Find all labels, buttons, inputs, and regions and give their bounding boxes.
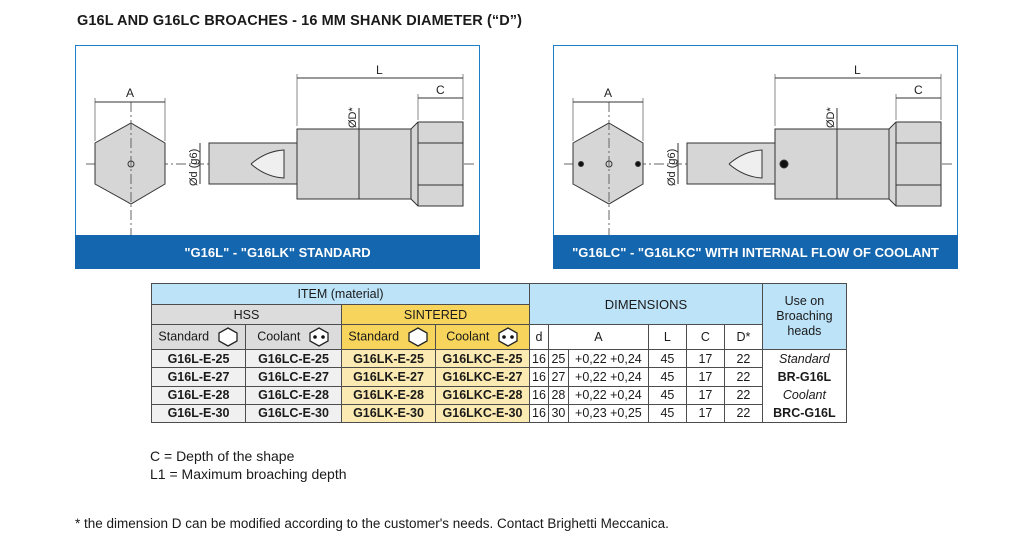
sintered-coolant-code: G16LKC-E-27 bbox=[435, 367, 530, 387]
standard-drawing-panel: A L C ØD* Ød (g6) "G16L" - "G16LK" STAND… bbox=[75, 45, 480, 269]
note-c: C = Depth of the shape bbox=[150, 448, 295, 464]
sintered-standard-code: G16LK-E-25 bbox=[341, 348, 436, 369]
broach-table: ITEM (material) DIMENSIONS Use on Broach… bbox=[151, 283, 847, 424]
standard-caption: "G16L" - "G16LK" STANDARD bbox=[75, 235, 480, 269]
d-value: 16 bbox=[529, 385, 549, 405]
standard-label: Standard bbox=[348, 329, 400, 344]
l-value: 45 bbox=[647, 385, 687, 405]
col-l-header: L bbox=[647, 324, 687, 350]
hss-standard-code: G16L-E-28 bbox=[151, 385, 246, 405]
dimensions-header: DIMENSIONS bbox=[529, 283, 763, 325]
sintered-coolant-header: Coolant bbox=[435, 324, 530, 350]
big-d-value: 22 bbox=[723, 385, 763, 405]
sintered-standard-code: G16LK-E-28 bbox=[341, 385, 436, 405]
a-value: 28 bbox=[547, 385, 569, 405]
l-value: 45 bbox=[647, 367, 687, 387]
table-row: G16L-E-25 G16LC-E-25 G16LK-E-25 G16LKC-E… bbox=[151, 348, 847, 423]
table-row: G16L-E-30 G16LC-E-30 G16LK-E-30 G16LKC-E… bbox=[151, 403, 847, 424]
hexagon-icon bbox=[217, 327, 238, 347]
l-value: 45 bbox=[647, 348, 687, 369]
coolant-caption: "G16LC" - "G16LKC" WITH INTERNAL FLOW OF… bbox=[553, 235, 958, 269]
col-c-header: C bbox=[685, 324, 725, 350]
hexagon-icon bbox=[407, 327, 428, 347]
hss-coolant-code: G16LC-E-30 bbox=[245, 403, 342, 424]
col-big-d-header: D* bbox=[723, 324, 763, 350]
dim-a-label: A bbox=[604, 86, 612, 100]
dim-a-label: A bbox=[126, 86, 134, 100]
d-value: 16 bbox=[529, 348, 549, 369]
sintered-standard-code: G16LK-E-30 bbox=[341, 403, 436, 424]
col-d-header: d bbox=[529, 324, 549, 350]
sintered-standard-code: G16LK-E-27 bbox=[341, 367, 436, 387]
hss-coolant-code: G16LC-E-27 bbox=[245, 367, 342, 387]
a-tolerance: +0,23 +0,25 bbox=[567, 403, 649, 424]
hss-header: HSS bbox=[151, 304, 342, 325]
coolant-broach-drawing: A L C ØD* Ød (g6) bbox=[564, 63, 952, 236]
hss-coolant-header: Coolant bbox=[245, 324, 342, 350]
sintered-coolant-code: G16LKC-E-28 bbox=[435, 385, 530, 405]
col-a-header: A bbox=[547, 324, 649, 350]
hss-coolant-code: G16LC-E-25 bbox=[245, 348, 342, 369]
l-value: 45 bbox=[647, 403, 687, 424]
c-value: 17 bbox=[685, 367, 725, 387]
use-on-header: Use on Broaching heads bbox=[761, 283, 847, 350]
hss-standard-code: G16L-E-25 bbox=[151, 348, 246, 369]
big-d-value: 22 bbox=[723, 403, 763, 424]
sintered-coolant-code: G16LKC-E-30 bbox=[435, 403, 530, 424]
sintered-coolant-code: G16LKC-E-25 bbox=[435, 348, 530, 369]
coolant-label: Coolant bbox=[446, 329, 490, 344]
sintered-header: SINTERED bbox=[341, 304, 530, 325]
hexagon-coolant-icon bbox=[498, 327, 518, 347]
standard-head-code: BR-G16L bbox=[777, 370, 832, 384]
page-title: G16L AND G16LC BROACHES - 16 MM SHANK DI… bbox=[77, 13, 523, 29]
dim-l-label: L bbox=[854, 63, 861, 77]
d-value: 16 bbox=[529, 367, 549, 387]
standard-broach-drawing: A L C ØD* Ød (g6) bbox=[86, 63, 474, 236]
hss-coolant-code: G16LC-E-28 bbox=[245, 385, 342, 405]
dim-c-label: C bbox=[914, 83, 923, 97]
dim-big-d-label: ØD* bbox=[347, 107, 359, 129]
hexagon-coolant-icon bbox=[309, 327, 329, 347]
hss-standard-code: G16L-E-27 bbox=[151, 367, 246, 387]
coolant-label: Coolant bbox=[257, 329, 301, 344]
dim-small-d-label: Ød (g6) bbox=[666, 149, 678, 186]
dim-c-label: C bbox=[436, 83, 445, 97]
big-d-value: 22 bbox=[723, 367, 763, 387]
table-row: G16L-E-28 G16LC-E-28 G16LK-E-28 G16LKC-E… bbox=[151, 385, 847, 405]
a-tolerance: +0,22 +0,24 bbox=[567, 348, 649, 369]
c-value: 17 bbox=[685, 348, 725, 369]
hss-standard-code: G16L-E-30 bbox=[151, 403, 246, 424]
a-value: 27 bbox=[547, 367, 569, 387]
c-value: 17 bbox=[685, 385, 725, 405]
table-row: G16L-E-27 G16LC-E-27 G16LK-E-27 G16LKC-E… bbox=[151, 367, 847, 387]
notes: C = Depth of the shape L1 = Maximum broa… bbox=[150, 447, 347, 483]
note-l1: L1 = Maximum broaching depth bbox=[150, 466, 347, 482]
d-value: 16 bbox=[529, 403, 549, 424]
sintered-standard-header: Standard bbox=[341, 324, 436, 350]
standard-head-label: Standard bbox=[779, 352, 830, 366]
a-tolerance: +0,22 +0,24 bbox=[567, 385, 649, 405]
coolant-head-label: Coolant bbox=[782, 388, 826, 402]
item-header: ITEM (material) bbox=[151, 283, 530, 305]
a-tolerance: +0,22 +0,24 bbox=[567, 367, 649, 387]
hss-standard-header: Standard bbox=[151, 324, 246, 350]
c-value: 17 bbox=[685, 403, 725, 424]
big-d-value: 22 bbox=[723, 348, 763, 369]
dim-l-label: L bbox=[376, 63, 383, 77]
a-value: 25 bbox=[547, 348, 569, 369]
footnote: * the dimension D can be modified accord… bbox=[75, 516, 669, 531]
a-value: 30 bbox=[547, 403, 569, 424]
coolant-head-code: BRC-G16L bbox=[773, 406, 836, 420]
dim-big-d-label: ØD* bbox=[825, 107, 837, 129]
coolant-drawing-panel: A L C ØD* Ød (g6) "G16LC" - "G16LKC" WIT… bbox=[553, 45, 958, 269]
dim-small-d-label: Ød (g6) bbox=[188, 149, 200, 186]
standard-label: Standard bbox=[158, 329, 210, 344]
broaching-heads-cell: Standard BR-G16L Coolant BRC-G16L bbox=[761, 349, 847, 423]
